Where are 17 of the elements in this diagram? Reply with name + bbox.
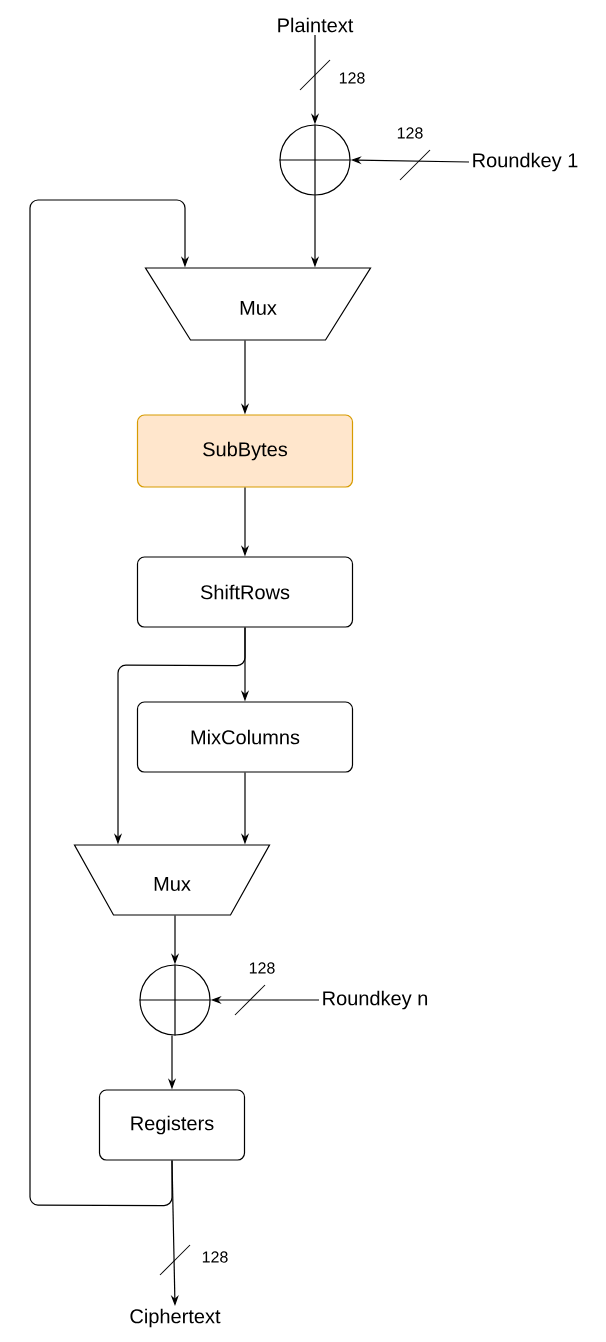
process-box: SubBytes [136,414,354,488]
signal-label: Roundkey n [323,990,428,1010]
arrow [29,199,190,1207]
xor-circle [278,123,352,197]
process-box: ShiftRows [136,556,354,628]
signal-label: Plaintext [278,17,354,33]
edge-label: 128 [202,1251,228,1263]
edge-label: 128 [249,962,275,974]
multiplexer: Mux [73,844,271,916]
process-box: MixColumns [136,701,354,773]
multiplexer: Mux [144,267,372,341]
edge-label: 128 [397,127,423,139]
edge-label: 128 [339,72,365,84]
signal-label: Roundkey 1 [473,152,578,172]
xor-circle [138,963,212,1037]
signal-label: Ciphertext [130,1308,221,1328]
process-box: Registers [98,1089,246,1161]
